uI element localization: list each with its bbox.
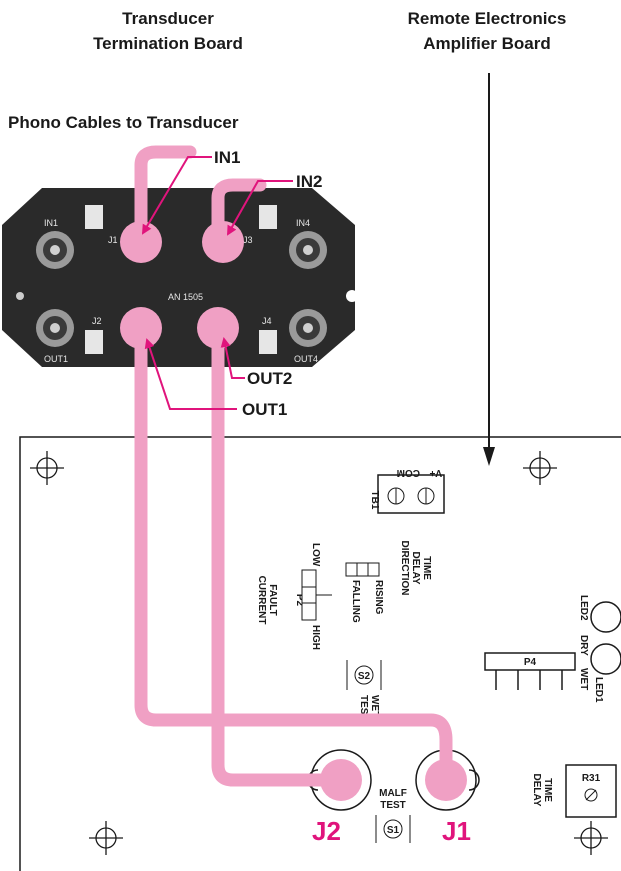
- wet-test-line2: TEST: [358, 695, 369, 721]
- p2-jumper: FAULT CURRENT P2 LOW HIGH: [256, 543, 332, 650]
- time-delay-direction-line1: TIME: [421, 556, 432, 580]
- wet-test-line1: WET: [369, 695, 380, 717]
- phono-cable-out1: [134, 328, 453, 780]
- time-delay-direction-line2: DELAY: [410, 552, 421, 585]
- header-left-line2: Termination Board: [93, 34, 243, 53]
- p2-label: P2: [294, 594, 305, 607]
- tb1-terminal-block: COM V+ TB1: [369, 467, 445, 514]
- time-delay-direction-line3: DIRECTION: [399, 541, 410, 596]
- wet-label: WET: [578, 668, 589, 690]
- dry-label: DRY: [578, 635, 589, 656]
- silk-out4: OUT4: [294, 354, 318, 364]
- callout-in2-label: IN2: [296, 172, 322, 191]
- s2-wet-test-switch: S2 WET TEST: [346, 660, 382, 721]
- mounting-hole-bottom-left: [89, 821, 123, 855]
- led-indicators: LED2 DRY WET LED1: [578, 595, 621, 703]
- p4-label: P4: [524, 657, 537, 668]
- falling-label: FALLING: [350, 580, 361, 623]
- s2-label: S2: [358, 671, 371, 682]
- plug-j1: [425, 759, 467, 801]
- header-j4: [259, 330, 277, 354]
- phono-cables-label: Phono Cables to Transducer: [8, 113, 239, 132]
- header-right-line2: Amplifier Board: [423, 34, 551, 53]
- header-j2: [85, 330, 103, 354]
- bnc-connector-in4: [289, 231, 327, 269]
- plug-out1: [120, 307, 162, 349]
- header-right-line1: Remote Electronics: [408, 9, 567, 28]
- plug-in1: [120, 221, 162, 263]
- led2: [590, 601, 621, 633]
- bnc-connector-out4: [289, 309, 327, 347]
- p1-jumper: TIME DELAY DIRECTION P1 RISING FALLING: [345, 541, 432, 623]
- bnc-connector-out1: [36, 309, 74, 347]
- plug-in2: [202, 221, 244, 263]
- silk-in1: IN1: [44, 218, 58, 228]
- silk-in4: IN4: [296, 218, 310, 228]
- low-label: LOW: [310, 543, 321, 567]
- led1-label: LED1: [593, 677, 604, 703]
- fault-current-line2: CURRENT: [256, 576, 267, 625]
- s1-label: S1: [387, 825, 400, 836]
- header-left-line1: Transducer: [122, 9, 214, 28]
- callout-in1-label: IN1: [214, 148, 240, 167]
- j2-label: J2: [312, 816, 341, 846]
- phono-cable-in1: [134, 145, 197, 247]
- tb1-label: TB1: [369, 491, 380, 510]
- phono-cable-in2: [211, 178, 267, 247]
- led2-label: LED2: [578, 595, 589, 621]
- time-delay-line1: TIME: [542, 778, 553, 802]
- r31-label: R31: [582, 773, 601, 784]
- r31-time-delay-pot: R31 TIME DELAY: [531, 764, 617, 818]
- header-j3: [259, 205, 277, 229]
- callout-out1-label: OUT1: [242, 400, 287, 419]
- mounting-hole-top-right: [523, 451, 557, 485]
- high-label: HIGH: [310, 625, 321, 650]
- header-j1: [85, 205, 103, 229]
- fault-current-line1: FAULT: [267, 584, 278, 615]
- callout-out1: OUT1: [144, 338, 287, 419]
- led1: [590, 643, 621, 675]
- p4-header: P4: [484, 652, 576, 690]
- callout-out2-label: OUT2: [247, 369, 292, 388]
- silk-j4: J4: [262, 316, 272, 326]
- callout-in2: IN2: [227, 172, 322, 236]
- silk-j1: J1: [108, 235, 118, 245]
- phono-cable-out2: [211, 328, 341, 787]
- rising-label: RISING: [373, 580, 384, 615]
- silk-j3: J3: [243, 235, 253, 245]
- silk-out1: OUT1: [44, 354, 68, 364]
- mounting-hole-bottom-right: [574, 821, 608, 855]
- silk-j2: J2: [92, 316, 102, 326]
- termination-board: IN1 IN4 J1 J3 J2 J4 OUT1 OUT4 AN 1505: [2, 188, 358, 367]
- bnc-connector-in1: [36, 231, 74, 269]
- time-delay-line2: DELAY: [531, 774, 542, 807]
- plug-j2: [320, 759, 362, 801]
- mounting-hole-top-left: [30, 451, 64, 485]
- amplifier-board: [19, 436, 621, 871]
- plug-out2: [197, 307, 239, 349]
- s1-malf-test-switch: MALF TEST S1: [375, 788, 411, 843]
- callout-out2: OUT2: [220, 337, 292, 388]
- silk-part-number: AN 1505: [168, 292, 203, 302]
- tb1-com-label: COM: [397, 467, 420, 478]
- callout-in1: IN1: [141, 148, 240, 235]
- malf-test-line1: MALF: [379, 788, 407, 799]
- j1-label: J1: [442, 816, 471, 846]
- tb1-vplus-label: V+: [429, 467, 442, 478]
- amplifier-board-pointer: [483, 73, 495, 466]
- malf-test-line2: TEST: [380, 800, 406, 811]
